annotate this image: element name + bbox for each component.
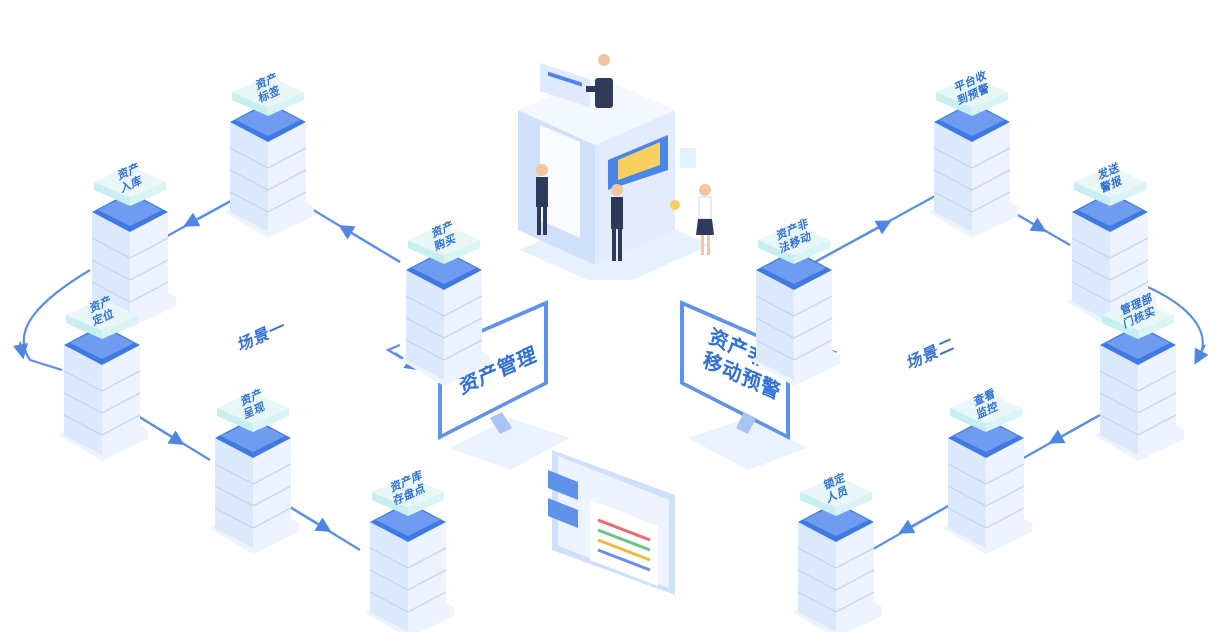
node-asset-location: 资产定位 <box>56 285 148 475</box>
node-label-text: 资产定位 <box>72 286 132 336</box>
node-label-text: 发送警报 <box>1080 153 1140 203</box>
monitor-icon <box>680 300 808 470</box>
node-asset-inventory: 资产库存盘点 <box>362 462 454 632</box>
kiosk-icon <box>518 54 714 280</box>
node-platform-alert: 平台收到预警 <box>926 62 1018 252</box>
node-label-text: 平台收到预警 <box>942 63 1002 113</box>
server-icon <box>400 224 490 386</box>
node-label-text: 资产入库 <box>100 153 160 203</box>
node-label: 资产非法移动 <box>756 214 832 258</box>
server-icon <box>58 299 148 461</box>
node-view-monitor: 查看监控 <box>940 378 1032 568</box>
node-asset-label: 资产标签 <box>222 62 314 252</box>
node-label: 查看监控 <box>948 382 1024 426</box>
server-icon <box>1066 166 1156 328</box>
node-label-text: 资产库存盘点 <box>378 463 438 513</box>
server-icon <box>942 392 1032 554</box>
node-label-text: 管理部门核实 <box>1108 286 1168 336</box>
node-lock-person: 锁定人员 <box>790 462 882 632</box>
server-icon <box>364 476 454 632</box>
node-label-text: 资产购买 <box>414 211 474 261</box>
server-icon <box>750 224 840 386</box>
node-label: 发送警报 <box>1072 156 1148 200</box>
node-label: 平台收到预警 <box>934 66 1010 110</box>
node-label-text: 资产呈现 <box>223 379 283 429</box>
node-label: 管理部门核实 <box>1100 289 1176 333</box>
node-dept-verify: 管理部门核实 <box>1092 285 1184 475</box>
node-illegal-move: 资产非法移动 <box>748 210 840 400</box>
node-label: 资产购买 <box>406 214 482 258</box>
server-icon <box>224 76 314 238</box>
node-label-text: 资产非法移动 <box>764 211 824 261</box>
server-icon <box>792 476 882 632</box>
server-icon <box>1094 299 1184 461</box>
monitor-icon <box>438 300 570 470</box>
node-label-text: 锁定人员 <box>806 463 866 513</box>
node-label-text: 资产标签 <box>238 63 298 113</box>
node-asset-purchase: 资产购买 <box>398 210 490 400</box>
node-label: 锁定人员 <box>798 466 874 510</box>
node-label-text: 查看监控 <box>956 379 1016 429</box>
node-label: 资产库存盘点 <box>370 466 446 510</box>
illegal-move-alert-monitor: 资产非法 移动预警 <box>668 300 838 470</box>
server-icon <box>928 76 1018 238</box>
node-label: 资产定位 <box>64 289 140 333</box>
server-icon <box>209 392 299 554</box>
node-label: 资产入库 <box>92 156 168 200</box>
node-send-alarm: 发送警报 <box>1064 152 1156 342</box>
node-asset-display: 资产呈现 <box>207 378 299 568</box>
node-label: 资产标签 <box>230 66 306 110</box>
dashboard-icon <box>548 450 675 595</box>
asset-management-monitor: 资产管理 <box>420 300 590 470</box>
node-label: 资产呈现 <box>215 382 291 426</box>
